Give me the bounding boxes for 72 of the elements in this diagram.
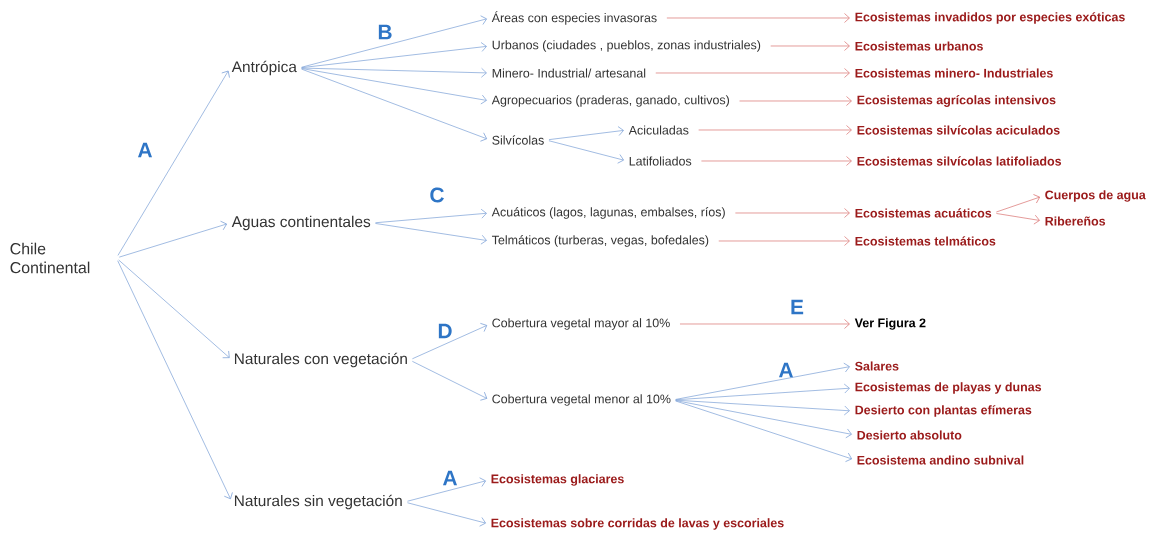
- arrow: [548, 140, 624, 164]
- ecosystem-label: Cuerpos de agua: [1045, 190, 1146, 202]
- arrow: [675, 362, 850, 400]
- arrow: [407, 502, 486, 527]
- arrow: [675, 400, 852, 439]
- ecosystem-label: Ribereños: [1045, 216, 1106, 226]
- ecosystem-label: Ecosistemas sobre corridas de lavas y escoriales: [491, 518, 784, 530]
- arrow: [655, 68, 850, 78]
- arrow: [375, 208, 487, 224]
- reference-label: Ver Figura 2: [854, 318, 926, 330]
- ecosystem-label: Ecosistemas silvícolas aciculados: [857, 125, 1060, 135]
- branch-letter: A: [778, 362, 793, 378]
- arrow: [675, 400, 852, 462]
- arrow: [701, 156, 852, 166]
- arrow: [666, 13, 850, 23]
- arrow: [996, 213, 1040, 225]
- arrow: [301, 67, 487, 78]
- branch-letter: C: [430, 187, 444, 203]
- arrow: [118, 220, 227, 258]
- subcategory-label: Silvícolas: [492, 135, 544, 145]
- branch-letter: A: [137, 142, 152, 158]
- arrow: [118, 259, 230, 359]
- branch-letter: D: [438, 323, 452, 339]
- arrow: [735, 208, 850, 218]
- arrow: [301, 15, 487, 68]
- ecosystem-label: Ecosistemas invadidos por especies exóticas: [855, 12, 1125, 24]
- ecosystem-label: Ecosistemas glaciares: [491, 474, 624, 486]
- arrow: [301, 68, 487, 105]
- subcategory-label: Telmáticos (turberas, vegas, bofedales): [492, 235, 709, 247]
- ecosystem-label: Ecosistemas agrícolas intensivos: [857, 95, 1056, 107]
- subcategory-label: Minero- Industrial/ artesanal: [492, 68, 646, 78]
- arrow: [301, 68, 488, 142]
- arrow: [117, 260, 233, 500]
- ecosystem-label: Desierto con plantas efímeras: [855, 405, 1032, 417]
- category-label: Aguas continentales: [231, 215, 371, 231]
- category-label: Antrópica: [231, 60, 297, 76]
- ecosystem-label: Ecosistemas de playas y dunas: [855, 382, 1042, 394]
- arrow: [407, 477, 486, 502]
- arrow: [412, 323, 488, 360]
- arrow: [995, 194, 1040, 213]
- arrow: [718, 236, 850, 246]
- branch-letter: B: [378, 24, 392, 40]
- subcategory-label: Acuáticos (lagos, lagunas, embalses, ríos): [491, 207, 725, 219]
- ecosystem-label: Ecosistemas acuáticos: [855, 208, 992, 218]
- ecosystem-label: Ecosistema andino subnival: [857, 455, 1024, 465]
- ecosystem-label: Ecosistemas silvícolas latifoliados: [857, 156, 1062, 166]
- category-label: Naturales con vegetación: [234, 352, 407, 368]
- branch-letter: A: [442, 470, 457, 486]
- ecosystem-label: Ecosistemas urbanos: [855, 41, 983, 51]
- ecosystem-label: Ecosistemas minero- Industriales: [855, 68, 1053, 78]
- arrow: [412, 360, 488, 401]
- subcategory-label: Agropecuarios (praderas, ganado, cultivos): [491, 95, 729, 107]
- ecosystem-label: Salares: [855, 361, 899, 371]
- root-label: Chile Continental: [10, 242, 90, 274]
- branch-letter: E: [791, 299, 804, 315]
- arrow: [698, 125, 852, 135]
- subcategory-label: Cobertura vegetal mayor al 10%: [492, 318, 670, 330]
- subcategory-label: Urbanos (ciudades , pueblos, zonas industriales): [492, 40, 761, 52]
- arrow: [770, 41, 850, 51]
- ecosystem-label: Desierto absoluto: [857, 430, 962, 440]
- arrow: [117, 70, 230, 256]
- arrow: [375, 223, 487, 245]
- arrow: [679, 319, 850, 329]
- arrow: [675, 383, 850, 401]
- category-label: Naturales sin vegetación: [234, 494, 402, 510]
- arrow: [548, 126, 624, 140]
- subcategory-label: Latifoliados: [629, 156, 692, 166]
- ecosystem-label: Ecosistemas telmáticos: [855, 236, 996, 246]
- arrow: [739, 96, 852, 106]
- subcategory-label: Aciculadas: [628, 125, 689, 135]
- subcategory-label: Cobertura vegetal menor al 10%: [492, 394, 671, 406]
- subcategory-label: Áreas con especies invasoras: [491, 11, 657, 25]
